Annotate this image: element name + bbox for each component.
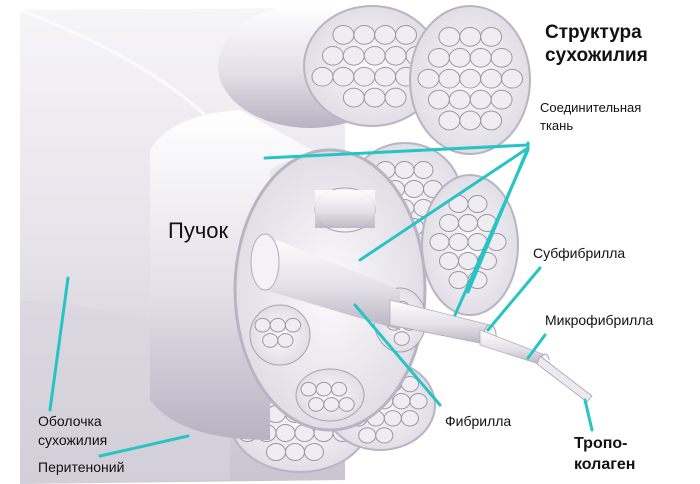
label-tropocollagen-line2: колаген <box>574 456 635 474</box>
fiber-cell <box>502 69 523 88</box>
fiber-cell <box>440 215 459 232</box>
fiber-cell <box>376 428 393 443</box>
fiber-cell <box>312 67 333 86</box>
fiber-cell <box>410 394 427 409</box>
pointer-tropocollagen <box>585 400 592 430</box>
fiber-cell <box>354 67 375 86</box>
fiber-cell <box>439 28 460 47</box>
fiber-cell <box>396 26 417 45</box>
fiber-cell <box>481 28 502 47</box>
fiber-cell <box>414 162 433 179</box>
fiber-cell <box>460 111 481 130</box>
fiber-cell <box>324 398 339 412</box>
fiber-cell <box>375 67 396 86</box>
fiber-cell <box>440 253 459 270</box>
fiber-cell <box>267 444 286 461</box>
label-peritenon: Перитеноний <box>38 459 124 475</box>
fiber-cell <box>276 425 295 442</box>
fiber-cell <box>359 428 376 443</box>
fiber-cell <box>263 334 278 348</box>
right-middle-fascicle <box>422 175 518 315</box>
fiber-cell <box>394 332 409 346</box>
fiber-cell <box>405 181 424 198</box>
diagram-title-line2: сухожилия <box>545 45 648 67</box>
fiber-cell <box>481 69 502 88</box>
fiber-cell <box>418 69 439 88</box>
fiber-cell <box>285 318 300 332</box>
tropocollagen-strand <box>537 356 592 402</box>
fiber-cell <box>333 26 354 45</box>
fiber-cell <box>278 334 293 348</box>
fiber-cell <box>470 48 491 67</box>
fiber-cell <box>428 48 449 67</box>
fiber-cell <box>470 90 491 109</box>
fiber-cell <box>449 48 470 67</box>
fiber-cell <box>449 90 470 109</box>
label-connective-tissue-line2: ткань <box>540 119 573 134</box>
fiber-cell <box>305 444 324 461</box>
fiber-cell <box>343 88 364 107</box>
label-sheath-line2: сухожилия <box>38 432 107 448</box>
fiber-cell <box>449 272 468 289</box>
label-subfibril: Субфибрилла <box>533 245 625 261</box>
fiber-cell <box>322 46 343 65</box>
label-bundle: Пучок <box>168 218 228 243</box>
upper-fascicle <box>218 4 440 128</box>
fiber-cell <box>343 46 364 65</box>
fiber-cell <box>449 234 468 251</box>
label-connective-tissue-line1: Соединительная <box>540 101 641 116</box>
fiber-cell <box>460 69 481 88</box>
label-sheath-line1: Оболочка <box>38 413 102 429</box>
fiber-cell <box>385 88 406 107</box>
fiber-cell <box>364 88 385 107</box>
fiber-cell <box>384 411 401 426</box>
label-fibril: Фибрилла <box>445 413 511 429</box>
fiber-cell <box>491 90 512 109</box>
fiber-cell <box>385 46 406 65</box>
fiber-cell <box>309 398 324 412</box>
label-microfibril: Микрофибрилла <box>545 312 653 328</box>
fiber-cell <box>393 394 410 409</box>
fiber-cell <box>401 411 418 426</box>
fiber-cell <box>439 111 460 130</box>
label-tropocollagen-line1: Тропо- <box>574 435 627 453</box>
fiber-cell <box>439 69 460 88</box>
fiber-cell <box>316 382 331 396</box>
fiber-cell <box>339 398 354 412</box>
fiber-cell <box>364 46 385 65</box>
fiber-cell <box>354 26 375 45</box>
fiber-cell <box>491 48 512 67</box>
fiber-cell <box>395 162 414 179</box>
right-upper-fascicle <box>410 6 530 154</box>
fiber-cell <box>481 111 502 130</box>
fiber-cell <box>375 26 396 45</box>
fiber-cell <box>331 382 346 396</box>
diagram-title-line1: Структура <box>545 22 642 44</box>
fiber-cell <box>428 90 449 109</box>
fiber-cell <box>255 318 270 332</box>
fiber-cell <box>301 382 316 396</box>
fiber-cell <box>430 234 449 251</box>
fiber-cell <box>468 196 487 213</box>
fiber-cell <box>270 318 285 332</box>
fiber-cell <box>459 215 478 232</box>
fiber-cell <box>460 28 481 47</box>
fiber-cell <box>333 67 354 86</box>
fiber-cell <box>286 444 305 461</box>
